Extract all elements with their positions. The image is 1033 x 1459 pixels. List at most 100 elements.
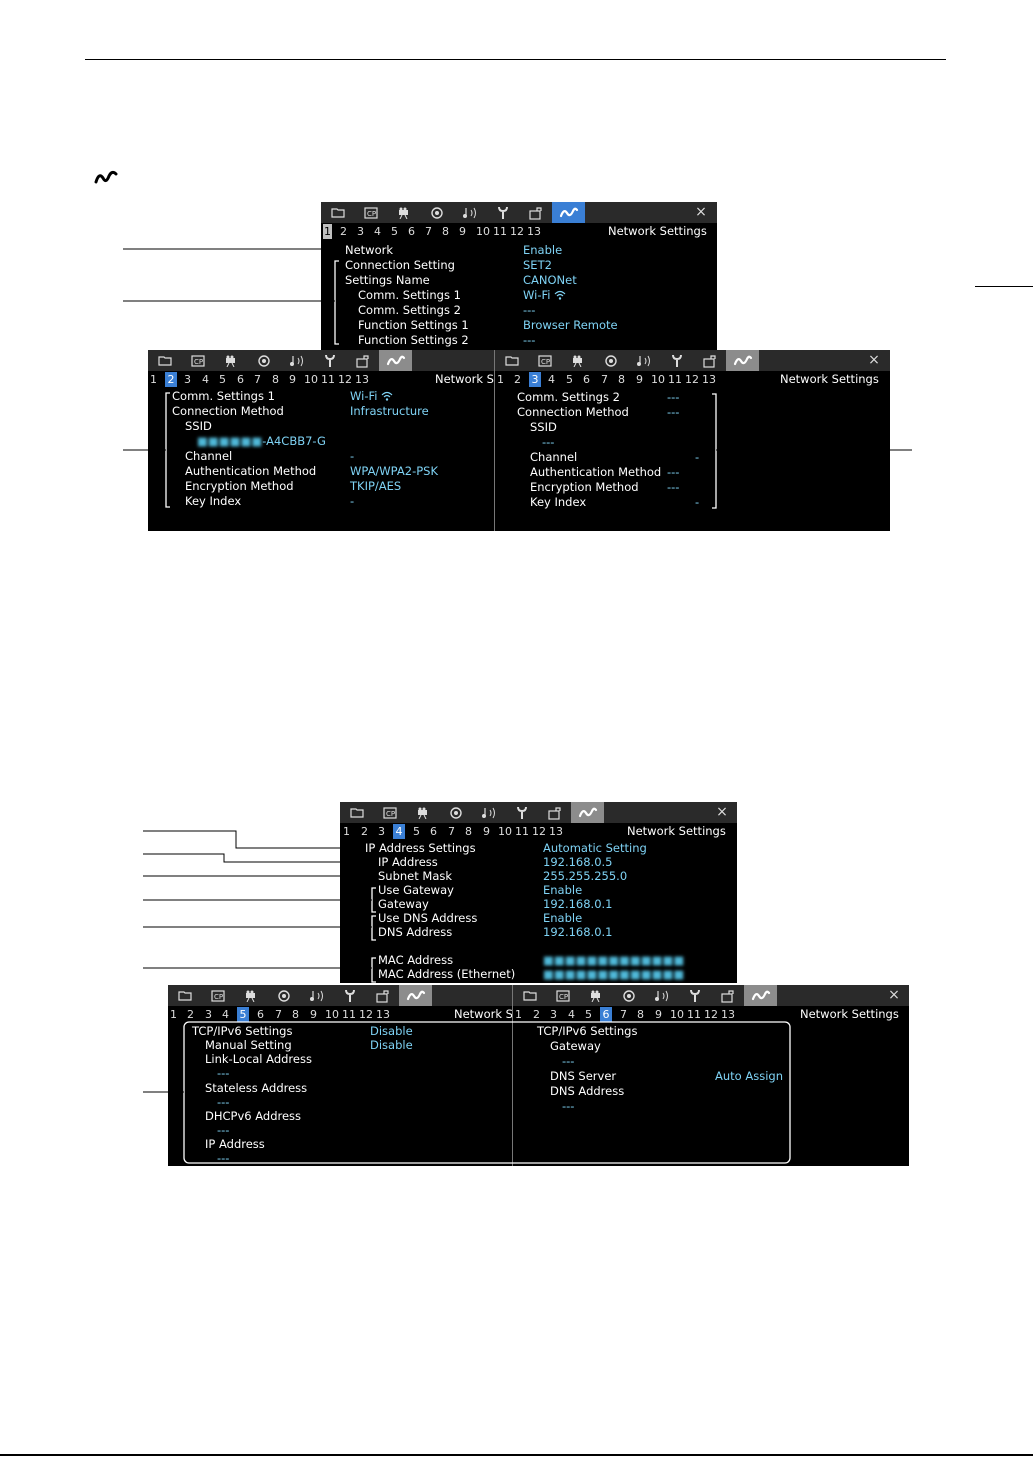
setting-value[interactable]: --- <box>217 1123 230 1137</box>
page-number-9[interactable]: 9 <box>636 373 643 386</box>
page-number-1[interactable]: 1 <box>323 224 332 239</box>
page-number-1[interactable]: 1 <box>170 1008 177 1021</box>
setting-value[interactable]: Infrastructure <box>350 404 429 418</box>
setting-value[interactable]: --- <box>667 390 680 404</box>
page-number-8[interactable]: 8 <box>618 373 625 386</box>
tab-audio[interactable] <box>627 350 660 371</box>
page-number-5[interactable]: 5 <box>219 373 226 386</box>
page-number-8[interactable]: 8 <box>292 1008 299 1021</box>
setting-value[interactable]: - <box>350 449 355 463</box>
page-number-3[interactable]: 3 <box>529 372 541 387</box>
page-number-6[interactable]: 6 <box>408 225 415 238</box>
tab-system-setup[interactable] <box>538 802 571 823</box>
tab-camera[interactable] <box>579 985 612 1006</box>
setting-value[interactable]: Wi-Fi <box>523 288 566 303</box>
setting-value[interactable]: - <box>350 494 355 508</box>
tab-assist-functions[interactable] <box>267 985 300 1006</box>
page-number-10[interactable]: 10 <box>498 825 512 838</box>
page-number-6[interactable]: 6 <box>600 1007 612 1022</box>
page-number-5[interactable]: 5 <box>585 1008 592 1021</box>
setting-value[interactable]: WPA/WPA2-PSK <box>350 464 438 478</box>
page-number-13[interactable]: 13 <box>376 1008 390 1021</box>
page-number-13[interactable]: 13 <box>549 825 563 838</box>
ssid-value[interactable]: ■■■■■■-A4CBB7-G <box>197 434 326 449</box>
page-number-2[interactable]: 2 <box>361 825 368 838</box>
page-number-7[interactable]: 7 <box>448 825 455 838</box>
tab-audio[interactable] <box>280 350 313 371</box>
page-number-4[interactable]: 4 <box>548 373 555 386</box>
tab-camera[interactable] <box>561 350 594 371</box>
page-number-2[interactable]: 2 <box>340 225 347 238</box>
tab-camera[interactable] <box>406 802 439 823</box>
tab-network[interactable] <box>744 985 777 1006</box>
tab-network[interactable] <box>379 350 412 371</box>
setting-value[interactable]: --- <box>562 1054 575 1068</box>
setting-value[interactable]: Disable <box>370 1038 413 1052</box>
page-number-9[interactable]: 9 <box>289 373 296 386</box>
page-number-11[interactable]: 11 <box>321 373 335 386</box>
page-number-5[interactable]: 5 <box>391 225 398 238</box>
tab-recording-media[interactable] <box>148 350 181 371</box>
page-number-8[interactable]: 8 <box>637 1008 644 1021</box>
page-number-10[interactable]: 10 <box>670 1008 684 1021</box>
masked-mac-address-ethernet[interactable]: ■■■■■■■■■■■■■ <box>543 967 685 981</box>
tab-recording-media[interactable] <box>340 802 373 823</box>
tab-system-setup[interactable] <box>711 985 744 1006</box>
page-number-12[interactable]: 12 <box>685 373 699 386</box>
page-number-2[interactable]: 2 <box>514 373 521 386</box>
close-button[interactable]: × <box>695 204 707 220</box>
page-number-4[interactable]: 4 <box>374 225 381 238</box>
setting-value[interactable]: - <box>695 495 700 509</box>
page-number-13[interactable]: 13 <box>702 373 716 386</box>
setting-value[interactable]: --- <box>667 465 680 479</box>
tab-custom-picture[interactable]: CP <box>373 802 406 823</box>
page-number-10[interactable]: 10 <box>476 225 490 238</box>
page-number-5[interactable]: 5 <box>566 373 573 386</box>
tab-camera[interactable] <box>234 985 267 1006</box>
close-button[interactable]: × <box>868 352 880 368</box>
page-number-6[interactable]: 6 <box>237 373 244 386</box>
tab-assist-functions[interactable] <box>247 350 280 371</box>
setting-value[interactable]: Browser Remote <box>523 318 618 332</box>
tab-system-setup[interactable] <box>519 202 552 223</box>
tab-audio[interactable] <box>300 985 333 1006</box>
page-number-1[interactable]: 1 <box>515 1008 522 1021</box>
page-number-13[interactable]: 13 <box>527 225 541 238</box>
page-number-13[interactable]: 13 <box>721 1008 735 1021</box>
tab-network[interactable] <box>571 802 604 823</box>
page-number-8[interactable]: 8 <box>272 373 279 386</box>
setting-value[interactable]: 192.168.0.1 <box>543 925 613 939</box>
tab-recording-media[interactable] <box>168 985 201 1006</box>
page-number-12[interactable]: 12 <box>338 373 352 386</box>
tab-recording-media[interactable] <box>321 202 354 223</box>
setting-value[interactable]: --- <box>523 303 536 317</box>
tab-network[interactable] <box>552 202 585 223</box>
setting-value[interactable]: 192.168.0.5 <box>543 855 613 869</box>
setting-value[interactable]: --- <box>667 405 680 419</box>
page-number-10[interactable]: 10 <box>325 1008 339 1021</box>
tab-setup[interactable] <box>313 350 346 371</box>
tab-audio[interactable] <box>453 202 486 223</box>
tab-system-setup[interactable] <box>693 350 726 371</box>
tab-assist-functions[interactable] <box>420 202 453 223</box>
setting-value[interactable]: TKIP/AES <box>350 479 402 493</box>
page-number-7[interactable]: 7 <box>254 373 261 386</box>
setting-value[interactable]: --- <box>217 1151 230 1165</box>
setting-value[interactable]: 255.255.255.0 <box>543 869 628 883</box>
page-number-1[interactable]: 1 <box>343 825 350 838</box>
tab-custom-picture[interactable]: CP <box>354 202 387 223</box>
tab-system-setup[interactable] <box>366 985 399 1006</box>
tab-network[interactable] <box>726 350 759 371</box>
page-number-12[interactable]: 12 <box>532 825 546 838</box>
page-number-4[interactable]: 4 <box>222 1008 229 1021</box>
page-number-3[interactable]: 3 <box>184 373 191 386</box>
page-number-9[interactable]: 9 <box>655 1008 662 1021</box>
setting-value[interactable]: Auto Assign <box>715 1069 783 1083</box>
page-number-12[interactable]: 12 <box>510 225 524 238</box>
setting-value[interactable]: Enable <box>543 911 583 925</box>
page-number-10[interactable]: 10 <box>651 373 665 386</box>
ssid-value[interactable]: --- <box>542 435 555 449</box>
close-button[interactable]: × <box>888 987 900 1003</box>
page-number-1[interactable]: 1 <box>150 373 157 386</box>
page-number-7[interactable]: 7 <box>601 373 608 386</box>
